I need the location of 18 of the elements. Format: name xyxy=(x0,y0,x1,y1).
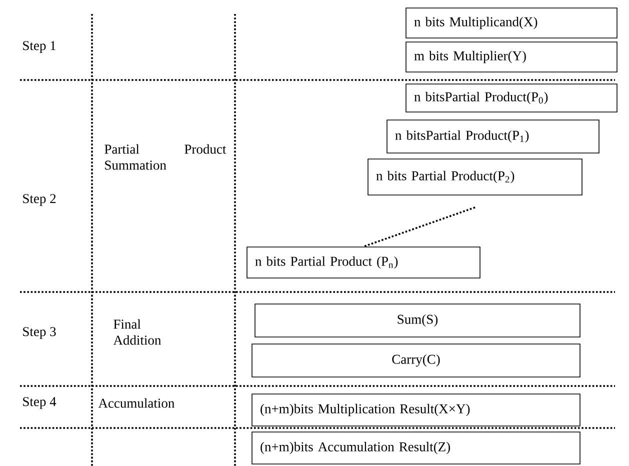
step-label: Step 4 xyxy=(23,397,56,409)
step-label: Step 2 xyxy=(23,194,56,206)
step-label: Step 1 xyxy=(23,41,56,53)
box: m bits Multiplier(Y) xyxy=(406,42,618,72)
dotted-line xyxy=(363,206,476,248)
box: (n+m)bits Multiplication Result(X×Y) xyxy=(252,394,580,426)
box: n bits Multiplicand(X) xyxy=(406,8,618,38)
box: Sum(S) xyxy=(254,304,580,338)
step-label: Final Addition xyxy=(113,319,161,345)
box: n bits Partial Product(P$_{2}$) xyxy=(368,158,582,196)
box: n bitsPartial Product(P$_{1}$) xyxy=(386,120,600,154)
box: n bitsPartial Product(P$_{0}$) xyxy=(406,84,618,112)
box: (n+m)bits Accumulation Result(Z) xyxy=(252,432,580,464)
step-label: Accumulation xyxy=(98,398,174,408)
box: n bits Partial Product (P$_{n}$) xyxy=(246,246,480,278)
step-label: Partial Product Summation xyxy=(104,144,226,170)
step-label: Step 3 xyxy=(23,327,56,339)
box: Carry(C) xyxy=(252,344,580,378)
